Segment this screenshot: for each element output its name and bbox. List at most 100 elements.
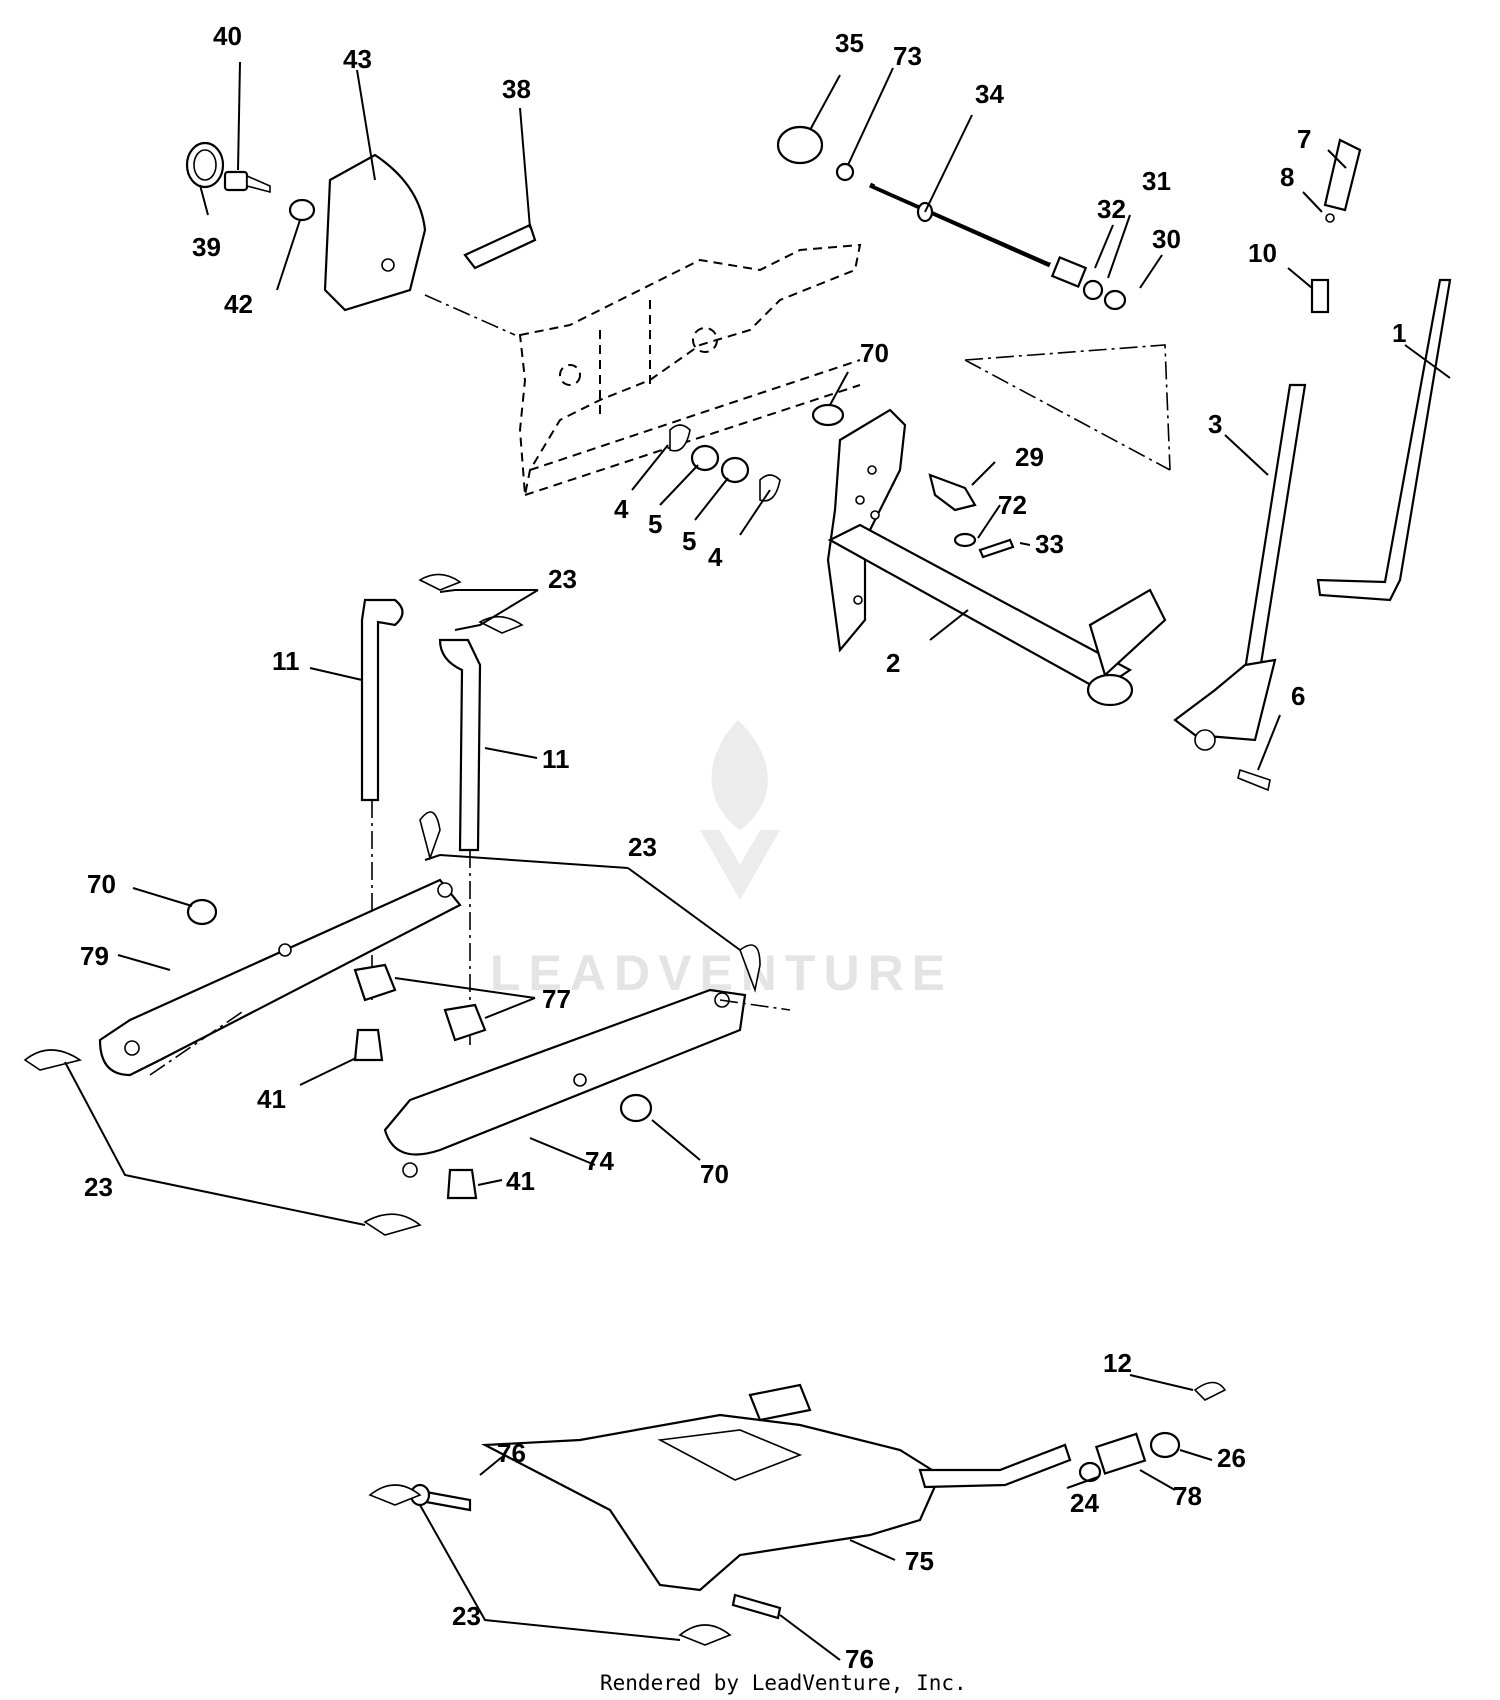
callout-23-left: 23	[84, 1172, 113, 1202]
part-3-lever	[1243, 383, 1307, 672]
part-40-bolt	[223, 170, 271, 194]
part-11-hook	[360, 598, 404, 802]
callout-70-left: 70	[87, 869, 116, 899]
callout-5b: 5	[682, 526, 696, 556]
part-31-washer	[1082, 279, 1104, 301]
part-10-spring	[1310, 278, 1330, 314]
callout-4b: 4	[708, 542, 723, 572]
callout-10: 10	[1248, 238, 1277, 268]
callout-12: 12	[1103, 1348, 1132, 1378]
part-23-pin	[478, 615, 524, 634]
callout-11: 11	[272, 646, 300, 676]
callout-76-top: 76	[497, 1438, 526, 1468]
part-75-rod	[918, 1443, 1072, 1489]
part-43-housing	[323, 153, 427, 312]
callout-11b: 11	[542, 744, 570, 774]
callout-40: 40	[213, 21, 242, 51]
callout-73: 73	[893, 41, 922, 71]
callout-38: 38	[502, 74, 531, 104]
callout-76-bottom: 76	[845, 1644, 874, 1674]
part-75-plate	[480, 1413, 942, 1592]
callout-77: 77	[542, 984, 571, 1014]
callout-1: 1	[1392, 318, 1406, 348]
part-70-nut	[186, 898, 218, 926]
callout-70-top: 70	[860, 338, 889, 368]
part-41-nut	[446, 1168, 478, 1200]
part-33-bolt	[978, 538, 1015, 559]
callout-35: 35	[835, 28, 864, 58]
part-23-pin	[363, 1213, 422, 1236]
part-73-washer	[835, 162, 855, 182]
part-5-washer	[720, 456, 750, 484]
callout-43: 43	[343, 44, 372, 74]
part-70-washer	[811, 403, 845, 427]
callout-41: 41	[257, 1084, 286, 1114]
callout-23-bottom: 23	[452, 1601, 481, 1631]
callout-3: 3	[1208, 409, 1222, 439]
part-12-pin	[1193, 1381, 1227, 1401]
callout-31: 31	[1142, 166, 1171, 196]
part-24-washer	[1078, 1461, 1102, 1483]
stud-assembly	[748, 1383, 812, 1422]
part-77-block	[353, 963, 397, 1002]
callout-78: 78	[1173, 1481, 1202, 1511]
part-23-pin	[368, 1484, 422, 1506]
part-8-ball	[1325, 213, 1335, 223]
callout-23-mid: 23	[628, 832, 657, 862]
callout-39: 39	[192, 232, 221, 262]
part-42-washer	[288, 198, 316, 222]
callout-8: 8	[1280, 162, 1294, 192]
part-23-pin	[418, 573, 462, 591]
part-29-fitting	[928, 473, 977, 512]
callout-26: 26	[1217, 1443, 1246, 1473]
callout-75: 75	[905, 1546, 934, 1576]
part-38-bracket	[463, 223, 537, 270]
part-23-pin	[419, 811, 441, 861]
part-76-pin	[731, 1593, 782, 1620]
part-11-hook	[438, 638, 482, 852]
part-35-knob	[776, 125, 824, 165]
callout-29: 29	[1015, 442, 1044, 472]
part-1-rod	[1316, 278, 1452, 602]
callout-23-top: 23	[548, 564, 577, 594]
part-77-block	[443, 1003, 487, 1042]
callout-41b: 41	[506, 1166, 535, 1196]
part-34-rod	[868, 182, 1052, 268]
callout-30: 30	[1152, 224, 1181, 254]
callout-7: 7	[1297, 124, 1311, 154]
callout-74: 74	[585, 1146, 614, 1176]
callout-33: 33	[1035, 529, 1064, 559]
part-7-grip	[1323, 138, 1362, 212]
callout-24: 24	[1070, 1488, 1099, 1518]
part-79-bar	[98, 878, 462, 1077]
part-6-pin	[1237, 768, 1271, 792]
part-2-shaft	[826, 408, 1167, 707]
part-4-eclip	[669, 424, 691, 452]
part-30-nut	[1103, 289, 1127, 311]
callout-5: 5	[648, 509, 662, 539]
part-32-spring	[1050, 256, 1088, 288]
callout-72: 72	[998, 490, 1027, 520]
callout-70-right: 70	[700, 1159, 729, 1189]
frame-outline	[518, 243, 862, 496]
callout-6: 6	[1291, 681, 1305, 711]
part-23-pin	[23, 1049, 82, 1071]
part-39-ring	[185, 141, 225, 189]
callout-2: 2	[886, 648, 900, 678]
part-23-pin	[739, 944, 761, 993]
callouts: 1 2 3 4 4 5 5 6 7 8 10 11 11 12 23 23 23…	[80, 21, 1406, 1674]
part-72-washer	[953, 532, 977, 548]
callout-42: 42	[224, 289, 253, 319]
part-4-eclip	[759, 474, 781, 502]
part-5-washer	[690, 444, 720, 472]
part-41-nut	[353, 1028, 384, 1062]
callout-34: 34	[975, 79, 1004, 109]
footer-credit: Rendered by LeadVenture, Inc.	[600, 1671, 967, 1695]
part-74-bar	[383, 988, 747, 1156]
part-70-nut	[619, 1093, 653, 1123]
part-26-nut	[1149, 1431, 1181, 1459]
callout-32: 32	[1097, 194, 1126, 224]
part-23-pin	[678, 1624, 732, 1646]
callout-4: 4	[614, 494, 629, 524]
